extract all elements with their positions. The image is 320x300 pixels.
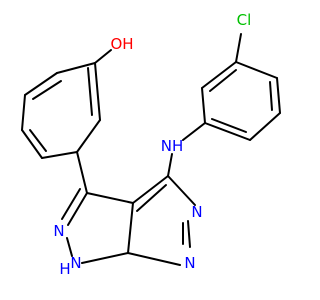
bond: [66, 237, 73, 257]
chlorine-label: Cl: [237, 11, 252, 29]
bond: [249, 112, 281, 141]
bond: [276, 77, 281, 114]
bond: [29, 129, 47, 152]
bond: [127, 202, 134, 254]
bond: [136, 184, 167, 212]
bond: [61, 188, 81, 220]
bond: [21, 129, 43, 159]
bond: [132, 175, 169, 204]
pyrazole-n-label: N: [53, 222, 64, 240]
bond: [204, 122, 251, 141]
bond: [235, 33, 242, 63]
bond: [86, 192, 134, 204]
bond: [87, 67, 93, 116]
pyrimidine-n-bottom-label: N: [184, 254, 195, 272]
bond: [201, 61, 237, 89]
bond: [127, 252, 181, 266]
bond: [187, 220, 191, 248]
bond: [81, 252, 129, 264]
bond: [94, 49, 112, 64]
bond: [67, 192, 88, 226]
molecule-structure-diagram: OH Cl NH N N N N H: [21, 11, 281, 278]
pyrimidine-n-top-label: N: [191, 203, 202, 221]
bond: [21, 94, 26, 131]
pyrazole-nh-n-label: N: [70, 254, 81, 272]
bond: [24, 72, 58, 96]
bond: [76, 151, 88, 194]
bond: [209, 69, 237, 92]
bond: [211, 118, 247, 133]
bond: [76, 119, 101, 153]
bond: [182, 122, 206, 141]
bond-layer: [21, 33, 281, 266]
bond: [269, 81, 273, 111]
bond: [41, 151, 78, 159]
bond: [167, 175, 196, 206]
bond: [201, 87, 206, 124]
hydroxyl-label: OH: [110, 35, 133, 53]
amine-nh-label: NH: [161, 137, 184, 155]
bond: [235, 61, 278, 79]
pyrazole-nh-h-label: H: [59, 260, 70, 278]
bond: [94, 62, 101, 121]
bond: [167, 153, 173, 177]
bond: [56, 62, 96, 74]
atom-label-layer: OH Cl NH N N N N H: [53, 11, 251, 278]
bond: [32, 80, 62, 100]
